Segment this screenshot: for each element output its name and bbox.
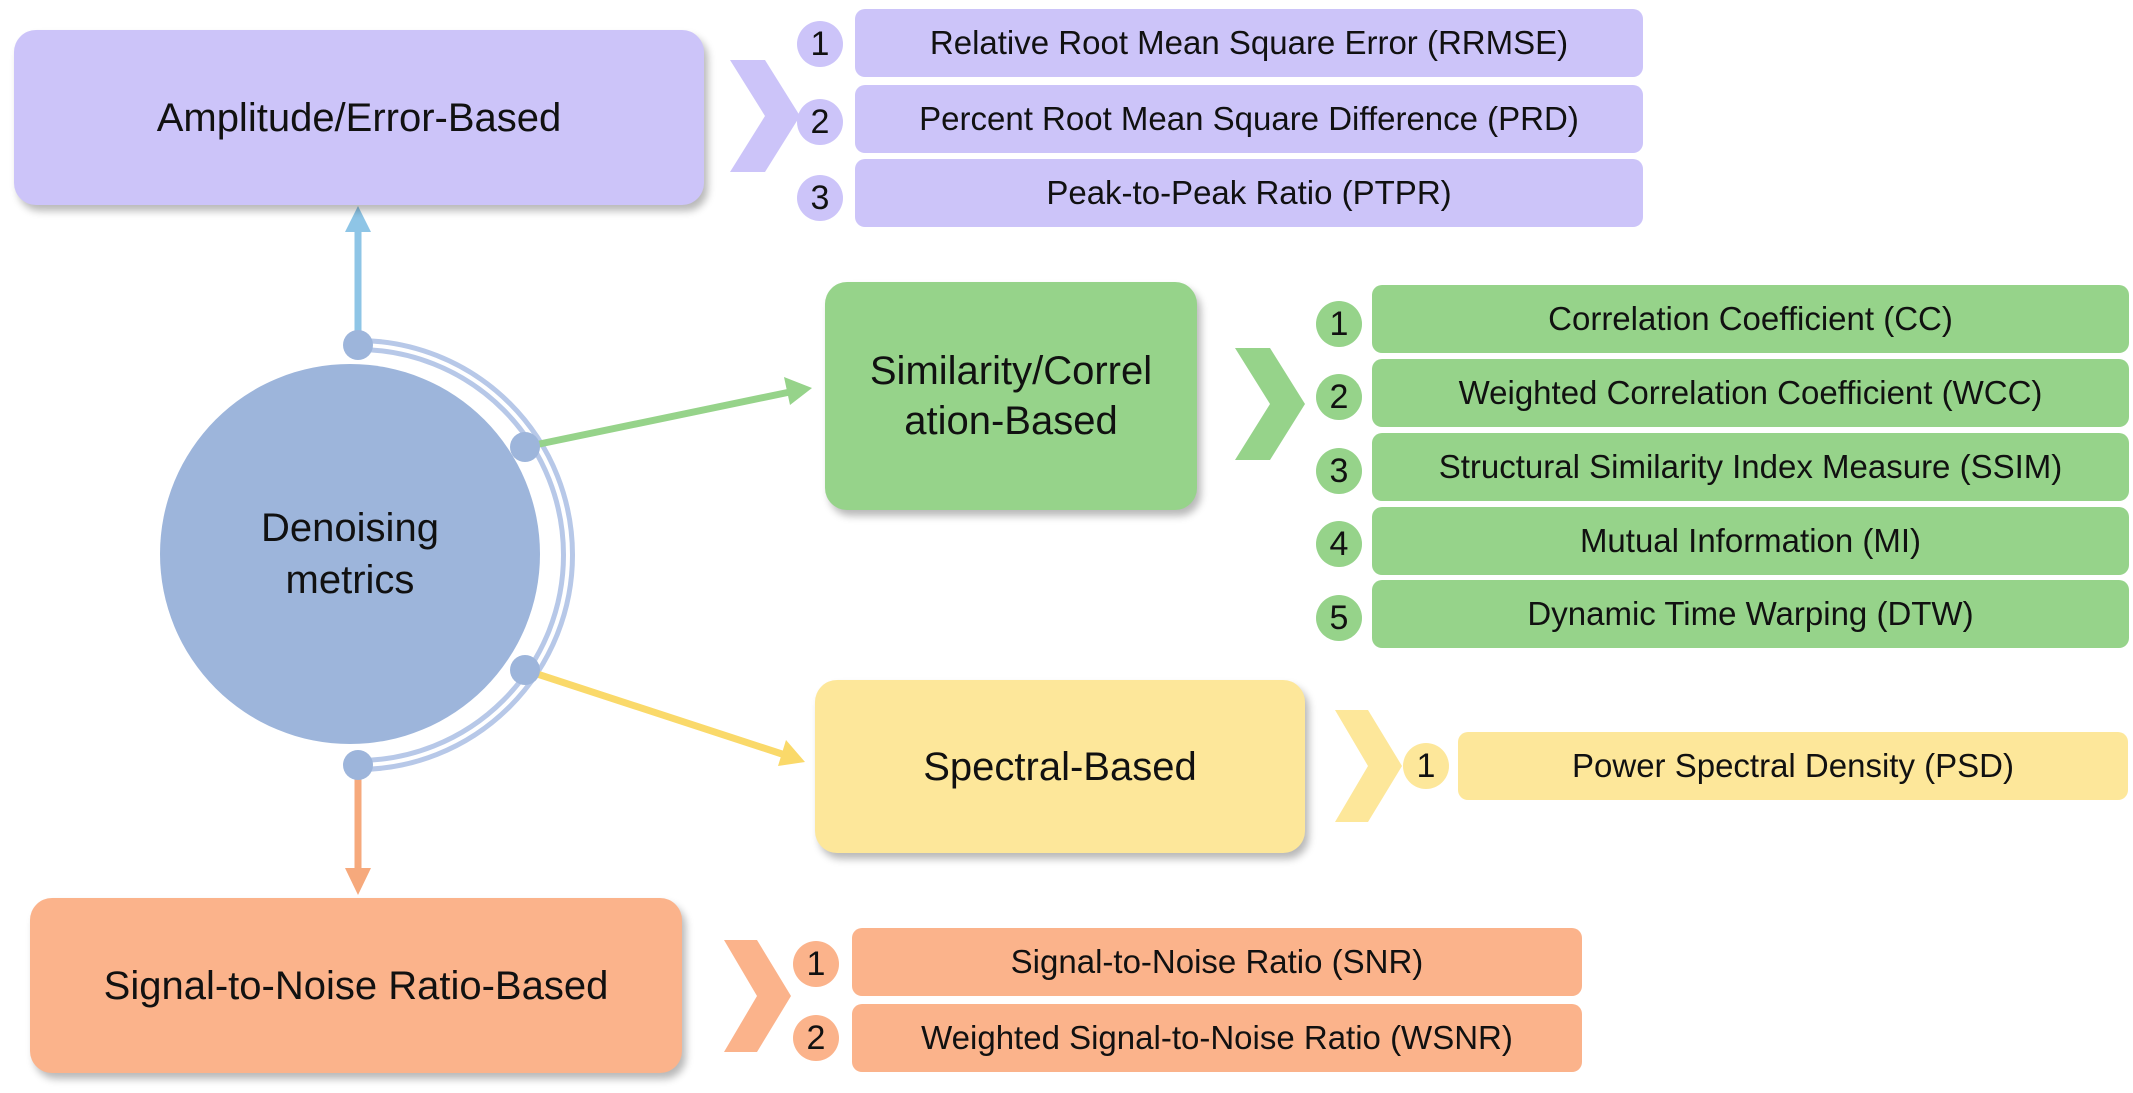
snr-item-1: Signal-to-Noise Ratio (SNR) xyxy=(852,928,1582,996)
amplitude-item-1: Relative Root Mean Square Error (RRMSE) xyxy=(855,9,1643,77)
chevron-spectral xyxy=(1335,710,1402,822)
category-similarity-label-line1: Similarity/Correl xyxy=(869,349,1153,393)
category-spectral-box: Spectral-Based xyxy=(815,680,1305,853)
category-snr-box: Signal-to-Noise Ratio-Based xyxy=(30,898,682,1073)
amplitude-item-3: Peak-to-Peak Ratio (PTPR) xyxy=(855,159,1643,227)
arrow-to-spectral xyxy=(523,666,784,758)
snr-item-2-number: 2 xyxy=(793,1015,839,1061)
arrowhead-snr xyxy=(345,868,371,895)
similarity-item-2-number: 2 xyxy=(1316,374,1362,420)
amplitude-item-3-number: 3 xyxy=(797,175,843,221)
similarity-item-3: Structural Similarity Index Measure (SSI… xyxy=(1372,433,2129,501)
hub-circle: Denoising metrics xyxy=(160,364,540,744)
ring-dot-lower xyxy=(510,655,540,685)
similarity-item-2: Weighted Correlation Coefficient (WCC) xyxy=(1372,359,2129,427)
hub-ring-arc-inner xyxy=(357,343,570,767)
chevron-amplitude xyxy=(730,60,800,172)
similarity-item-3-number: 3 xyxy=(1316,448,1362,494)
amplitude-item-1-number: 1 xyxy=(797,21,843,67)
similarity-item-5-number: 5 xyxy=(1316,595,1362,641)
category-snr-label: Signal-to-Noise Ratio-Based xyxy=(103,963,609,1008)
category-spectral-label: Spectral-Based xyxy=(923,744,1197,789)
spectral-item-1: Power Spectral Density (PSD) xyxy=(1458,732,2128,800)
ring-dot-top xyxy=(343,330,373,360)
snr-item-2: Weighted Signal-to-Noise Ratio (WSNR) xyxy=(852,1004,1582,1072)
ring-dot-upper xyxy=(510,432,540,462)
similarity-item-1-number: 1 xyxy=(1316,301,1362,347)
arrowhead-similarity xyxy=(784,377,812,405)
chevron-similarity xyxy=(1235,348,1305,460)
arrow-to-similarity xyxy=(524,388,791,451)
hub-label: Denoising metrics xyxy=(261,502,439,606)
arrowhead-amplitude xyxy=(345,206,371,232)
hub-label-line2: metrics xyxy=(285,558,415,602)
similarity-item-4: Mutual Information (MI) xyxy=(1372,507,2129,575)
chevron-snr xyxy=(724,940,791,1052)
similarity-item-4-number: 4 xyxy=(1316,521,1362,567)
similarity-item-1: Correlation Coefficient (CC) xyxy=(1372,285,2129,353)
spectral-item-1-number: 1 xyxy=(1403,743,1449,789)
category-similarity-label-line2: ation-Based xyxy=(904,399,1118,443)
hub-label-line1: Denoising xyxy=(261,506,439,550)
arrowhead-spectral xyxy=(778,740,805,766)
snr-item-1-number: 1 xyxy=(793,941,839,987)
category-similarity-box: Similarity/Correl ation-Based xyxy=(825,282,1197,510)
category-amplitude-box: Amplitude/Error-Based xyxy=(14,30,704,205)
amplitude-item-2: Percent Root Mean Square Difference (PRD… xyxy=(855,85,1643,153)
ring-dot-bottom xyxy=(343,750,373,780)
amplitude-item-2-number: 2 xyxy=(797,99,843,145)
similarity-item-5: Dynamic Time Warping (DTW) xyxy=(1372,580,2129,648)
category-amplitude-label: Amplitude/Error-Based xyxy=(156,95,562,140)
